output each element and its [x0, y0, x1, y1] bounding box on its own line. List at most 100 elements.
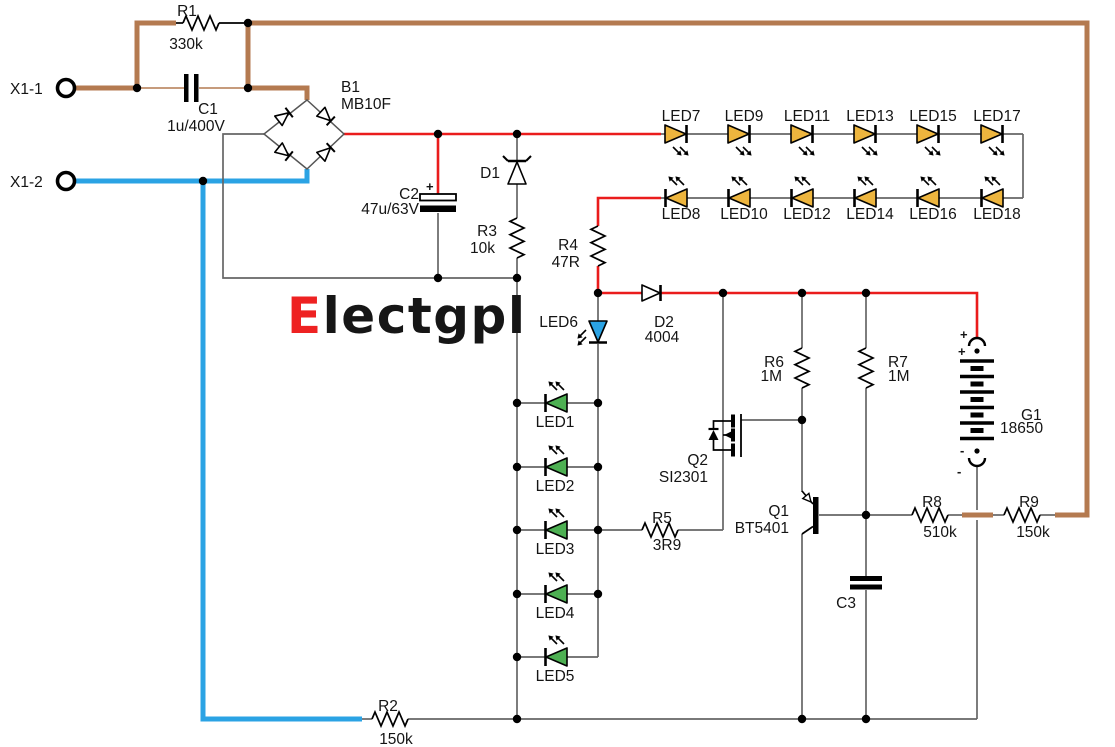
r5-value-label: 3R9 [653, 537, 681, 554]
led9-symbol [728, 125, 752, 156]
led13-symbol [854, 125, 878, 156]
led1-label: LED1 [536, 414, 575, 431]
led6-indicator: LED6 [539, 314, 607, 346]
led9-label: LED9 [725, 108, 764, 125]
led8-label: LED8 [662, 206, 701, 223]
led2-label: LED2 [536, 478, 575, 495]
r9-ref-label: R9 [1019, 494, 1039, 511]
r9-value-label: 150k [1016, 524, 1050, 541]
r1-value-label: 330k [169, 36, 203, 53]
c1-value-label: 1u/400V [167, 118, 225, 135]
led5-symbol [546, 635, 568, 666]
r4-ref-label: R4 [558, 237, 578, 254]
led2-symbol [546, 445, 568, 476]
b1-ref-label: B1 [341, 79, 360, 96]
junction-dots [132, 18, 871, 724]
g1-minus-mark: - [960, 443, 964, 458]
g1-ref-label: G1 [1021, 407, 1042, 424]
c2-value-label: 47u/63V [361, 201, 419, 218]
led7-label: LED7 [662, 108, 701, 125]
led5-label: LED5 [536, 668, 575, 685]
terminal-x1-1: X1-1 [10, 77, 77, 99]
resistor-r2: R2 150k [371, 698, 413, 747]
led14-label: LED14 [846, 206, 894, 223]
led12-label: LED12 [783, 206, 830, 223]
led-string-bottom-row: LED8 LED10 LED12 LED14 LED16 LED18 [662, 176, 1021, 223]
logo-rest: lectgpl [323, 287, 527, 345]
led17-label: LED17 [973, 108, 1020, 125]
led1-symbol [546, 381, 568, 412]
resistor-r4: R4 47R [552, 225, 607, 271]
mosfet-q2: Q2 SI2301 [659, 414, 742, 486]
wiring [76, 18, 1090, 724]
r7-value-label: 1M [888, 368, 910, 385]
led18-label: LED18 [973, 206, 1020, 223]
terminal-x1-2-label: X1-2 [10, 174, 43, 191]
led6-label: LED6 [539, 314, 578, 331]
net-ac-neutral [76, 169, 362, 722]
q1-ref-label: Q1 [768, 503, 789, 520]
r2-value-label: 150k [379, 731, 413, 747]
led4-label: LED4 [536, 605, 575, 622]
resistor-r3: R3 10k [470, 217, 526, 259]
resistor-r9: R9 150k [1003, 494, 1050, 541]
led6-symbol [577, 321, 607, 346]
g1-minus-mark2: - [957, 464, 961, 479]
led11-label: LED11 [784, 108, 830, 125]
led3-label: LED3 [536, 541, 575, 558]
d2-value-label: 4004 [645, 329, 680, 346]
led17-symbol [981, 125, 1005, 156]
electgpl-logo: Electgpl [287, 287, 526, 345]
r1-ref-label: R1 [177, 3, 197, 20]
diode-d2: D2 4004 [641, 284, 680, 346]
c2-polarity-mark: + [426, 179, 434, 194]
r3-ref-label: R3 [477, 223, 497, 240]
q2-value-label: SI2301 [659, 469, 708, 486]
r8-ref-label: R8 [922, 494, 942, 511]
c1-ref-label: C1 [198, 101, 218, 118]
terminal-x1-2: X1-2 [10, 170, 77, 192]
led16-symbol [918, 176, 940, 207]
resistor-r1: R1 330k [169, 3, 220, 53]
r2-ref-label: R2 [378, 698, 398, 715]
d2-ref-label: D2 [654, 314, 674, 331]
zener-diode-d1: D1 [480, 155, 532, 185]
resistor-r7: R7 1M [857, 347, 910, 389]
g1-plus-mark2: + [958, 344, 966, 359]
led15-label: LED15 [909, 108, 956, 125]
led4-symbol [546, 572, 568, 603]
d1-ref-label: D1 [480, 165, 500, 182]
led3-symbol [546, 508, 568, 539]
battery-g1: + + - - G1 18650 [957, 327, 1043, 479]
capacitor-c2: + C2 47u/63V [361, 179, 457, 218]
r7-ref-label: R7 [888, 354, 908, 371]
q2-ref-label: Q2 [687, 452, 708, 469]
r6-value-label: 1M [760, 368, 782, 385]
g1-value-label: 18650 [1000, 420, 1043, 437]
bridge-rectifier-b1: B1 MB10F [262, 79, 391, 170]
logo-initial: E [287, 287, 323, 345]
led10-label: LED10 [720, 206, 768, 223]
led15-symbol [917, 125, 941, 156]
r8-value-label: 510k [923, 524, 957, 541]
led14-symbol [855, 176, 877, 207]
r5-ref-label: R5 [652, 510, 672, 527]
green-led-bank: LED1 LED2 LED3 LED4 LED5 [536, 381, 575, 685]
led-string-top-row: LED7 LED9 LED11 LED13 LED15 LED17 [662, 108, 1021, 156]
g1-plus-mark: + [960, 327, 968, 342]
capacitor-c3: C3 [836, 576, 882, 612]
r3-value-label: 10k [470, 240, 495, 257]
net-dc-plus [344, 132, 979, 338]
r4-value-label: 47R [552, 254, 580, 271]
c2-ref-label: C2 [399, 186, 419, 203]
resistor-r5: R5 3R9 [641, 510, 681, 554]
b1-value-label: MB10F [341, 96, 391, 113]
capacitor-c1: C1 1u/400V [167, 74, 226, 135]
led16-label: LED16 [909, 206, 956, 223]
q1-value-label: BT5401 [735, 520, 789, 537]
terminal-x1-1-label: X1-1 [10, 81, 43, 98]
led11-symbol [791, 125, 815, 156]
led7-symbol [665, 125, 689, 156]
